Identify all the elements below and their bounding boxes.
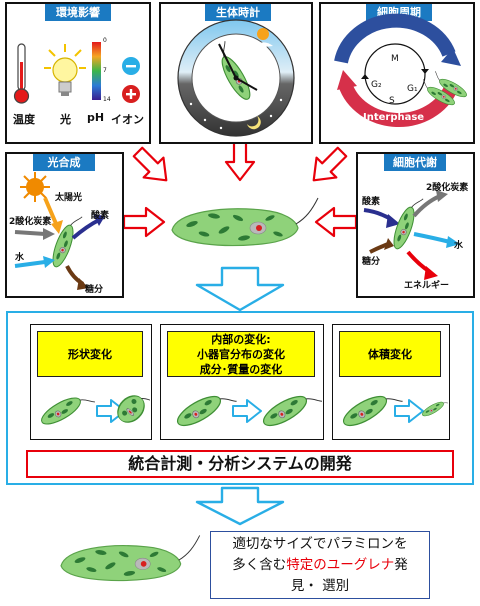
phase-g2-label: G₂ <box>371 80 382 90</box>
internal-change-line3: 成分･質量の変化 <box>199 362 283 376</box>
volume-change-box: 体積変化 <box>332 324 450 440</box>
metab-co2-label: 2酸化炭素 <box>426 183 469 193</box>
arrow-down-to-changes <box>195 266 285 312</box>
phase-g1-label: G₁ <box>407 84 418 94</box>
env-temp-label: 温度 <box>13 113 35 126</box>
interphase-label: Interphase <box>363 112 425 123</box>
phase-m-label: M <box>391 54 399 64</box>
shape-change-box: 形状変化 <box>30 324 152 440</box>
photo-sunlight-label: 太陽光 <box>55 193 83 203</box>
internal-change-line1: 内部の変化: <box>211 332 271 346</box>
mitosis-label: Mitosis <box>379 34 420 45</box>
shape-change-illustration <box>37 384 150 431</box>
arrow-down-to-result <box>195 486 285 526</box>
clock-icon <box>177 19 295 137</box>
env-title: 環境影響 <box>45 4 111 21</box>
photo-co2-label: 2酸化炭素 <box>9 217 52 227</box>
result-line2: 多く含む特定のユーグレナ発 <box>211 555 429 576</box>
internal-change-box: 内部の変化: 小器官分布の変化 成分･質量の変化 <box>160 324 324 440</box>
metabolism-box: 細胞代謝 酸素 2酸化炭素 水 糖分 エネルギー <box>356 152 475 298</box>
clock-box: 生体時計 <box>159 2 313 144</box>
arrow-clock-down <box>224 138 256 182</box>
photo-sugar-label: 糖分 <box>85 285 104 295</box>
volume-change-title: 体積変化 <box>339 331 441 377</box>
arrow-photo-to-center <box>122 206 166 238</box>
internal-change-illustration <box>172 383 322 433</box>
system-development-banner: 統合計測・分析システムの開発 <box>26 450 454 478</box>
result-highlight: 特定のユーグレナ <box>286 557 395 573</box>
env-icons <box>13 42 140 104</box>
metab-water-label: 水 <box>454 241 464 251</box>
ph-tick-7: 7 <box>103 67 107 74</box>
photo-o2-label: 酸素 <box>91 211 110 221</box>
cell-cycle-icon <box>334 13 470 127</box>
metab-energy-label: エネルギー <box>404 281 450 291</box>
ph-tick-14: 14 <box>103 96 111 103</box>
cycle-box: 細胞周期 Mitosis Interphase M G₂ G₁ S <box>319 2 475 144</box>
arrow-metab-to-center <box>314 206 358 238</box>
photosynthesis-box: 光合成 太陽光 2酸化炭素 酸素 水 糖分 <box>5 152 124 298</box>
thermometer-icon <box>13 43 30 104</box>
result-line2-prefix: 多く含む <box>232 557 287 573</box>
internal-change-title: 内部の変化: 小器官分布の変化 成分･質量の変化 <box>167 331 315 377</box>
metab-title: 細胞代謝 <box>384 154 446 171</box>
ph-scale-bar <box>92 42 101 100</box>
center-euglena <box>171 197 319 247</box>
result-line3: 見・ 選別 <box>290 578 350 594</box>
result-box: 適切なサイズでパラミロンを 多く含む特定のユーグレナ発 見・ 選別 <box>210 531 430 599</box>
shape-change-title: 形状変化 <box>37 331 143 377</box>
volume-change-illustration <box>338 383 448 433</box>
sun-icon <box>20 172 50 202</box>
ph-tick-0: 0 <box>103 37 107 44</box>
metab-o2-label: 酸素 <box>362 197 381 207</box>
env-ph-label: pH <box>87 111 105 124</box>
ion-minus-icon <box>122 57 140 75</box>
metabolism-diagram <box>363 190 460 280</box>
env-ion-label: イオン <box>111 113 144 126</box>
metab-sugar-label: 糖分 <box>362 257 381 267</box>
lightbulb-icon <box>44 44 86 96</box>
arrow-cycle-to-metab <box>302 141 353 192</box>
internal-change-line2: 小器官分布の変化 <box>197 347 285 361</box>
arrow-env-to-photo <box>127 141 178 192</box>
result-euglena <box>60 534 201 582</box>
ion-plus-icon <box>122 85 140 103</box>
phase-s-label: S <box>389 96 395 106</box>
changes-frame <box>6 311 474 485</box>
result-line2-suffix: 発 <box>394 557 408 573</box>
result-line1: 適切なサイズでパラミロンを <box>232 536 408 552</box>
clock-title: 生体時計 <box>205 4 271 21</box>
photo-water-label: 水 <box>15 253 25 263</box>
env-light-label: 光 <box>60 113 71 126</box>
photosynthesis-diagram <box>14 172 105 290</box>
photo-title: 光合成 <box>33 154 95 171</box>
env-box: 環境影響 <box>5 2 151 144</box>
